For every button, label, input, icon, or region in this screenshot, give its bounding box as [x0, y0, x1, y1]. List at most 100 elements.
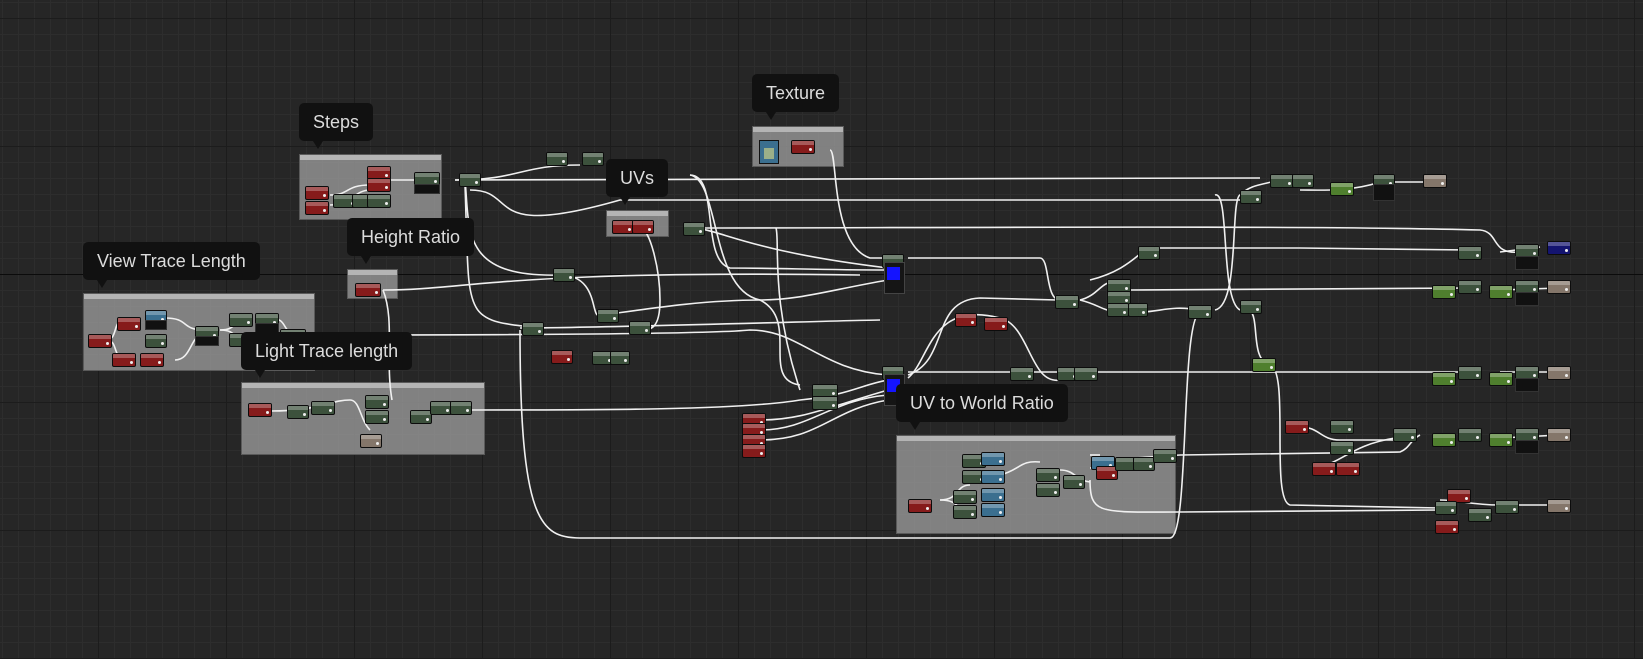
output-node[interactable] — [1547, 499, 1571, 513]
scalar-parameter-node[interactable] — [984, 317, 1008, 331]
math-node[interactable] — [1063, 475, 1085, 489]
math-node[interactable] — [953, 490, 977, 504]
math-node[interactable] — [311, 401, 335, 415]
comment-bubble-texture[interactable]: Texture — [752, 74, 840, 120]
math-node[interactable] — [546, 152, 568, 166]
math-node[interactable] — [1515, 280, 1539, 294]
math-node[interactable] — [629, 321, 651, 335]
vector-node[interactable] — [981, 503, 1005, 517]
math-node[interactable] — [430, 401, 452, 415]
math-node[interactable] — [365, 395, 389, 409]
math-node[interactable] — [1240, 190, 1262, 204]
math-node[interactable] — [1458, 366, 1482, 380]
scalar-parameter-node[interactable] — [305, 201, 329, 215]
math-node[interactable] — [1010, 367, 1034, 381]
scalar-parameter-node[interactable] — [248, 403, 272, 417]
math-node[interactable] — [1240, 300, 1262, 314]
comment-bubble-view-trace-length[interactable]: View Trace Length — [83, 242, 260, 288]
output-node[interactable] — [1547, 428, 1571, 442]
math-node[interactable] — [1153, 449, 1177, 463]
math-node[interactable] — [553, 268, 575, 282]
math-node[interactable] — [450, 401, 472, 415]
scalar-parameter-node[interactable] — [1435, 520, 1459, 534]
output-node[interactable] — [1547, 280, 1571, 294]
math-node[interactable] — [1330, 182, 1354, 196]
math-node[interactable] — [1432, 433, 1456, 447]
math-node[interactable] — [1330, 420, 1354, 434]
math-node[interactable] — [1458, 246, 1482, 260]
math-node[interactable] — [812, 396, 838, 410]
scalar-parameter-node[interactable] — [140, 353, 164, 367]
math-node[interactable] — [1432, 372, 1456, 386]
math-node[interactable] — [1393, 428, 1417, 442]
math-node[interactable] — [1489, 372, 1513, 386]
scalar-parameter-node[interactable] — [355, 283, 381, 297]
math-node[interactable] — [410, 410, 432, 424]
math-node[interactable] — [1489, 285, 1513, 299]
math-node[interactable] — [522, 322, 544, 336]
math-node[interactable] — [582, 152, 604, 166]
scalar-parameter-node[interactable] — [117, 317, 141, 331]
math-node[interactable] — [1055, 295, 1079, 309]
scalar-parameter-node[interactable] — [1285, 420, 1309, 434]
scalar-parameter-node[interactable] — [908, 499, 932, 513]
comment-bubble-uv-to-world-ratio[interactable]: UV to World Ratio — [896, 384, 1068, 430]
output-node[interactable] — [1547, 241, 1571, 255]
math-node[interactable] — [1489, 433, 1513, 447]
scalar-parameter-node[interactable] — [1096, 466, 1118, 480]
math-node[interactable] — [683, 222, 705, 236]
math-node[interactable] — [229, 313, 253, 327]
math-node[interactable] — [1036, 483, 1060, 497]
vector-node[interactable] — [981, 452, 1005, 466]
scalar-parameter-node[interactable] — [955, 313, 977, 327]
scalar-parameter-node[interactable] — [88, 334, 112, 348]
math-node[interactable] — [1057, 367, 1079, 381]
scalar-parameter-node[interactable] — [742, 444, 766, 458]
output-node[interactable] — [1547, 366, 1571, 380]
math-node[interactable] — [1074, 367, 1098, 381]
math-node[interactable] — [287, 405, 309, 419]
scalar-parameter-node[interactable] — [551, 350, 573, 364]
math-node[interactable] — [1432, 285, 1456, 299]
math-node[interactable] — [1036, 468, 1060, 482]
comment-bubble-height-ratio[interactable]: Height Ratio — [347, 218, 475, 264]
math-node[interactable] — [1435, 501, 1457, 515]
math-node[interactable] — [1292, 174, 1314, 188]
math-node[interactable] — [1458, 428, 1482, 442]
scalar-parameter-node[interactable] — [1336, 462, 1360, 476]
main-material-node[interactable] — [884, 262, 905, 294]
math-node[interactable] — [459, 173, 481, 187]
scalar-parameter-node[interactable] — [1447, 489, 1471, 503]
scalar-parameter-node[interactable] — [367, 178, 391, 192]
math-node[interactable] — [1188, 305, 1212, 319]
math-node[interactable] — [1270, 174, 1294, 188]
scalar-parameter-node[interactable] — [305, 186, 329, 200]
math-node[interactable] — [1252, 358, 1276, 372]
math-node[interactable] — [365, 410, 389, 424]
math-node[interactable] — [145, 334, 167, 348]
scalar-parameter-node[interactable] — [1312, 462, 1336, 476]
texcoord-node[interactable] — [632, 220, 654, 234]
math-node[interactable] — [592, 351, 614, 365]
vector-node[interactable] — [981, 488, 1005, 502]
output-node[interactable] — [1423, 174, 1447, 188]
texcoord-node[interactable] — [612, 220, 634, 234]
math-node[interactable] — [1128, 303, 1148, 317]
math-node[interactable] — [1133, 457, 1155, 471]
math-node[interactable] — [953, 505, 977, 519]
math-node[interactable] — [1495, 500, 1519, 514]
constant-node[interactable] — [360, 434, 382, 448]
comment-bubble-steps[interactable]: Steps — [299, 103, 374, 149]
math-node[interactable] — [1107, 303, 1129, 317]
math-node[interactable] — [1468, 508, 1492, 522]
math-node[interactable] — [1330, 441, 1354, 455]
scalar-parameter-node[interactable] — [112, 353, 136, 367]
texture-sample-node[interactable] — [759, 140, 779, 164]
math-node[interactable] — [1458, 280, 1482, 294]
texture-object-parameter-node[interactable] — [791, 140, 815, 154]
output-pin[interactable] — [887, 267, 900, 280]
math-node[interactable] — [1138, 246, 1160, 260]
comment-bubble-uvs[interactable]: UVs — [606, 159, 669, 205]
math-node[interactable] — [610, 351, 630, 365]
